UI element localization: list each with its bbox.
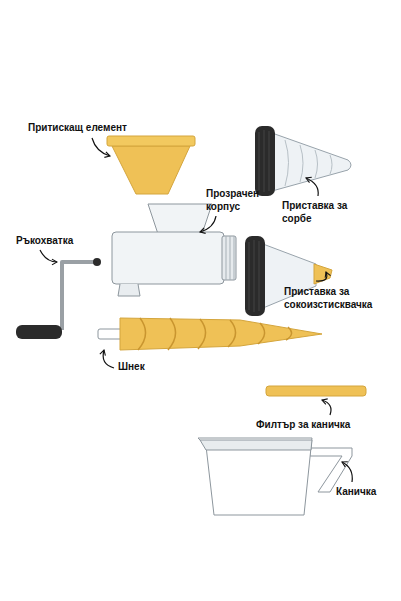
part-label: Прозрачен корпус [206,187,268,213]
leader-arrow [200,216,216,232]
part-label: Ръкохватка [16,234,73,247]
leader-arrow [40,250,57,262]
part-label: Притискащ елемент [28,121,127,134]
leader-arrow [92,138,110,156]
leader-arrow [306,178,318,196]
cup-filter [266,386,366,396]
leader-arrow [316,272,327,281]
leader-arrow [322,400,331,415]
leader-arrow [342,462,352,482]
part-label: Филтър за каничка [256,418,350,431]
part-label: Шнек [118,360,145,373]
auger [98,318,322,350]
part-label: Приставка за сокоизстисквачка [284,285,394,311]
part-label: Каничка [336,485,376,498]
leader-arrow [103,350,114,368]
handle [16,258,101,339]
cup [198,438,352,515]
part-label: Приставка за сорбе [282,199,362,225]
pusher [107,136,195,194]
transparent-body [112,204,236,296]
sorbet-attachment [255,126,351,196]
